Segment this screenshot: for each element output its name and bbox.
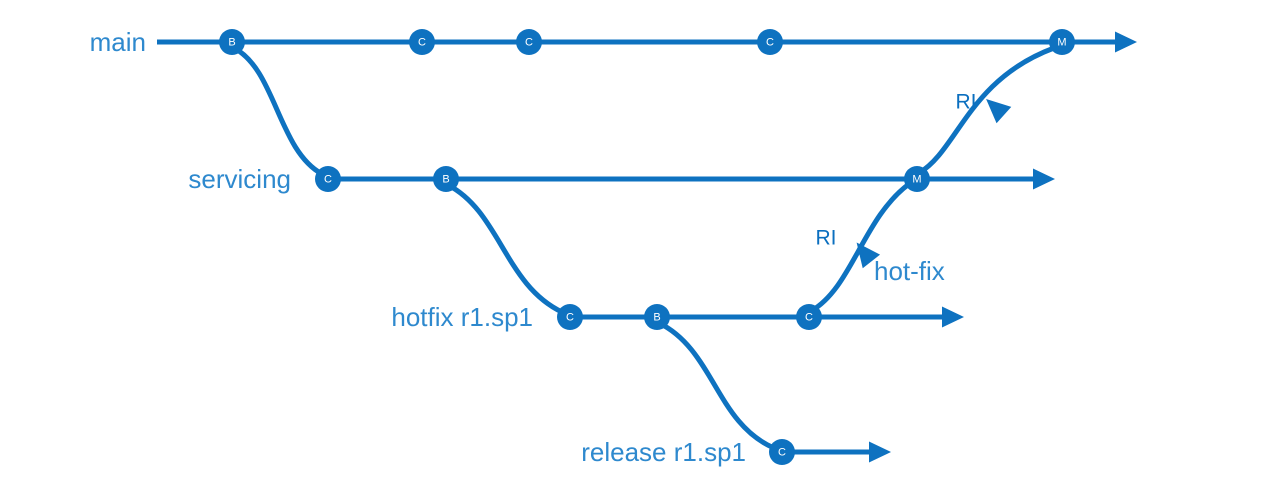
node-circle	[557, 304, 583, 330]
ri-label-servicing-to-main-merge: RI	[956, 91, 977, 114]
branch-labels-group: main servicing hotfix r1.sp1 release r1.sp1	[90, 27, 746, 467]
node-circle	[409, 29, 435, 55]
node-circle	[796, 304, 822, 330]
branch-label-release: release r1.sp1	[581, 437, 746, 467]
branch-label-servicing: servicing	[188, 164, 291, 194]
branch-curves-group	[231, 45, 777, 451]
branch-arrowhead-servicing	[1033, 168, 1055, 190]
node-commit-srv-c-1[interactable]: C	[315, 166, 341, 192]
branch-curve-servicing-to-hotfix	[445, 182, 565, 315]
node-circle	[219, 29, 245, 55]
merge-curve-servicing-to-main-merge	[916, 45, 1057, 176]
branch-arrowhead-release	[869, 441, 891, 463]
node-branch-srv-b-1[interactable]: B	[433, 166, 459, 192]
node-commit-main-c-2[interactable]: C	[516, 29, 542, 55]
node-branch-hf-b-1[interactable]: B	[644, 304, 670, 330]
branch-label-main: main	[90, 27, 146, 57]
node-merge-srv-m-1[interactable]: M	[904, 166, 930, 192]
annotations-group: hot-fix	[874, 256, 945, 286]
node-circle	[757, 29, 783, 55]
branch-curve-main-to-servicing	[231, 45, 325, 177]
branch-label-hotfix: hotfix r1.sp1	[391, 302, 533, 332]
node-circle	[1049, 29, 1075, 55]
ri-label-hotfix-to-servicing-merge: RI	[816, 227, 837, 250]
node-circle	[904, 166, 930, 192]
annotation-hot-fix-note: hot-fix	[874, 256, 945, 286]
commit-nodes-group: B C C C M C B M C B C C	[219, 29, 1075, 465]
branch-lines-group	[157, 31, 1137, 463]
branch-arrowhead-hotfix	[942, 306, 964, 328]
merge-arrowhead-servicing-to-main-merge	[986, 98, 1012, 124]
node-commit-hf-c-1[interactable]: C	[557, 304, 583, 330]
node-commit-main-c-1[interactable]: C	[409, 29, 435, 55]
merge-curves-group: RI RI	[808, 45, 1057, 314]
node-merge-main-m-1[interactable]: M	[1049, 29, 1075, 55]
merge-arrowhead-hotfix-to-servicing-merge	[856, 242, 881, 269]
node-circle	[516, 29, 542, 55]
node-circle	[769, 439, 795, 465]
node-commit-hf-c-2[interactable]: C	[796, 304, 822, 330]
node-circle	[315, 166, 341, 192]
branch-arrowhead-main	[1115, 31, 1137, 53]
node-circle	[433, 166, 459, 192]
node-circle	[644, 304, 670, 330]
node-branch-main-b-1[interactable]: B	[219, 29, 245, 55]
merge-curve-hotfix-to-servicing-merge	[808, 181, 912, 314]
branch-curve-hotfix-to-release	[656, 320, 777, 451]
node-commit-main-c-3[interactable]: C	[757, 29, 783, 55]
node-commit-rel-c-1[interactable]: C	[769, 439, 795, 465]
